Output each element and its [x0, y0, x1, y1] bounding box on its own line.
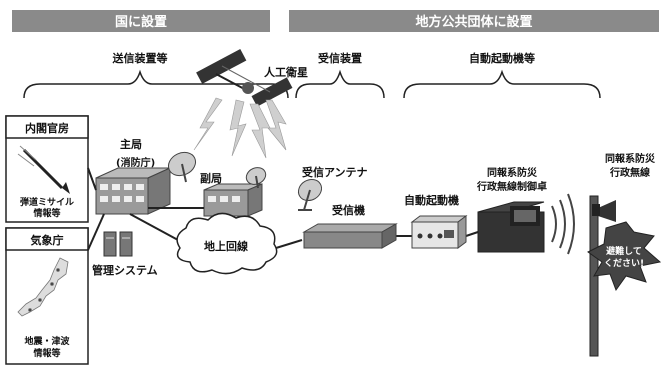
jma-label: 気象庁	[31, 233, 64, 247]
receiver-unit-icon	[302, 223, 398, 249]
control-console-icon	[477, 201, 545, 253]
main-station-building	[95, 167, 171, 215]
receiver-antenna-label: 受信アンテナ	[302, 165, 368, 179]
brace-receiver	[295, 69, 385, 99]
ground-line-label: 地上回線	[204, 239, 248, 253]
receiver-antenna-icon	[297, 178, 323, 211]
auto-starter-icon	[410, 215, 468, 249]
alert-line1: 避難して	[606, 245, 642, 257]
banner-national: 国に設置	[12, 10, 270, 32]
sub-station-label: 副局	[200, 171, 222, 185]
fdma-label: (消防庁)	[116, 156, 155, 169]
brace-auto-start	[403, 69, 601, 99]
group-auto-start-label: 自動起動機等	[469, 51, 535, 65]
banner-national-label: 国に設置	[115, 14, 167, 30]
auto-starter-label: 自動起動機	[404, 193, 459, 207]
console-label-line1: 同報系防災	[487, 166, 538, 179]
main-station-label: 主局	[120, 137, 142, 151]
console-label-line2: 行政無線制御卓	[476, 180, 547, 193]
receiver-unit-label: 受信機	[332, 203, 365, 217]
satellite-label: 人工衛星	[264, 65, 308, 79]
group-transmitter-label: 送信装置等	[112, 51, 168, 65]
banner-local-label: 地方公共団体に設置	[415, 14, 532, 30]
cabinet-office-box: 内閣官房 弾道ミサイル 情報等	[5, 115, 89, 223]
quake-info-line2: 情報等	[32, 347, 60, 359]
satellite-icon	[196, 48, 293, 107]
jma-box: 気象庁 地震・津波 情報等	[5, 227, 89, 365]
missile-info-line1: 弾道ミサイル	[20, 196, 74, 208]
group-receiver-label: 受信装置	[318, 51, 362, 65]
outdoor-label-line1: 同報系防災	[605, 152, 656, 165]
management-server-icon	[103, 231, 133, 257]
cabinet-office-label: 内閣官房	[25, 121, 69, 135]
alert-line2: ください!	[604, 258, 644, 269]
sub-station-building	[203, 183, 263, 217]
ground-line-cloud	[176, 212, 278, 275]
management-label: 管理システム	[92, 263, 158, 277]
japan-map-icon	[17, 257, 69, 317]
signal-bolts	[193, 97, 287, 159]
banner-local: 地方公共団体に設置	[289, 10, 659, 32]
missile-info-line2: 情報等	[32, 207, 60, 219]
quake-info-line1: 地震・津波	[24, 335, 70, 347]
radio-wave-icon	[551, 193, 575, 255]
main-station-dish-icon	[167, 151, 197, 183]
outdoor-label-line2: 行政無線	[609, 166, 650, 179]
missile-icon	[17, 145, 70, 194]
alert-burst-icon	[587, 221, 662, 292]
sub-station-dish-icon	[245, 167, 267, 189]
